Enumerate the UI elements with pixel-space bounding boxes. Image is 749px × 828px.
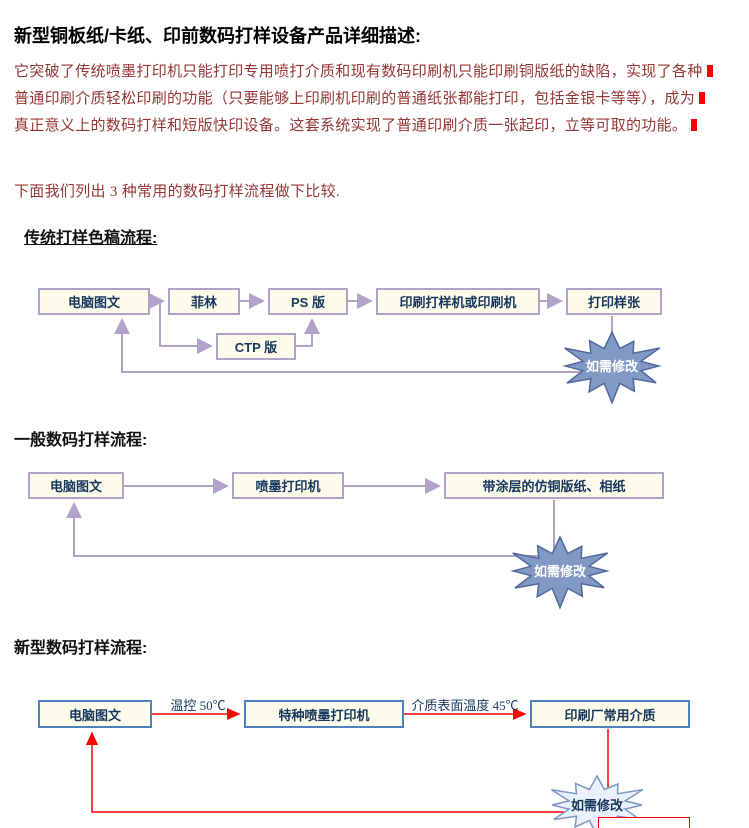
flow3-loopback-line: [86, 729, 609, 813]
heading-new-digital-proofing: 新型数码打样流程:: [14, 640, 148, 657]
flow1-box-ps-plate: PS 版: [268, 288, 348, 315]
red-line-end-mark: [706, 65, 713, 77]
flow3-box-computer-graphics: 电脑图文: [38, 700, 152, 728]
flow3-label-temp-control: 温控 50℃: [170, 698, 226, 713]
flow3-box-common-media: 印刷厂常用介质: [530, 700, 690, 728]
flow1-box-computer-graphics: 电脑图文: [38, 288, 150, 315]
flow3-label-surface-temp: 介质表面温度 45℃: [411, 698, 519, 713]
flow1-connector-ctp-to-ps: [296, 318, 320, 347]
flow1-box-print-sample: 打印样张: [566, 288, 662, 315]
explosion-shape: [562, 330, 662, 405]
flow2-revision-burst: 如需修改: [510, 535, 610, 610]
explosion-shape: [510, 535, 610, 610]
paragraph-line-1: 它突破了传统喷墨打印机只能打印专用喷打介质和现有数码印刷机只能印刷铜版纸的缺陷，…: [14, 60, 713, 81]
document-title: 新型铜板纸/卡纸、印前数码打样设备产品详细描述:: [14, 26, 421, 46]
flow3-burst-label: 如需修改: [571, 798, 624, 813]
flow1-loopback-line: [114, 316, 613, 373]
paragraph-line-4: 下面我们列出 3 种常用的数码打样流程做下比较.: [14, 184, 340, 200]
flow2-box-coated-media: 带涂层的仿铜版纸、相纸: [444, 472, 664, 499]
paragraph-line-1-text: 它突破了传统喷墨打印机只能打印专用喷打介质和现有数码印刷机只能印刷铜版纸的缺陷，…: [14, 64, 703, 80]
paragraph-line-3: 真正意义上的数码打样和短版快印设备。这套系统实现了普通印刷介质一张起印，立等可取…: [14, 114, 698, 135]
flow1-burst-label: 如需修改: [586, 359, 639, 374]
heading-traditional-proofing: 传统打样色稿流程:: [24, 230, 158, 247]
flow1-revision-burst: 如需修改: [562, 330, 662, 405]
heading-general-digital-proofing: 一般数码打样流程:: [14, 432, 148, 449]
flow2-box-computer-graphics: 电脑图文: [28, 472, 124, 499]
paragraph-line-2-text: 普通印刷介质轻松印刷的功能（只要能够上印刷机印刷的普通纸张都能打印，包括金银卡等…: [14, 91, 696, 107]
flow2-loopback-line: [66, 500, 555, 557]
red-line-end-mark: [691, 119, 698, 131]
red-line-end-mark: [699, 92, 706, 104]
flow2-burst-label: 如需修改: [534, 564, 587, 579]
flow3-box-special-inkjet-printer: 特种喷墨打印机: [244, 700, 404, 728]
flow2-box-inkjet-printer: 喷墨打印机: [232, 472, 344, 499]
paragraph-line-3-text: 真正意义上的数码打样和短版快印设备。这套系统实现了普通印刷介质一张起印，立等可取…: [14, 118, 688, 134]
flow1-box-film: 菲林: [168, 288, 240, 315]
flow1-box-ctp-plate: CTP 版: [216, 333, 296, 360]
paragraph-line-2: 普通印刷介质轻松印刷的功能（只要能够上印刷机印刷的普通纸张都能打印，包括金银卡等…: [14, 87, 706, 108]
flow1-box-press: 印刷打样机或印刷机: [376, 288, 540, 315]
bottom-red-box-cutoff: [598, 817, 690, 828]
